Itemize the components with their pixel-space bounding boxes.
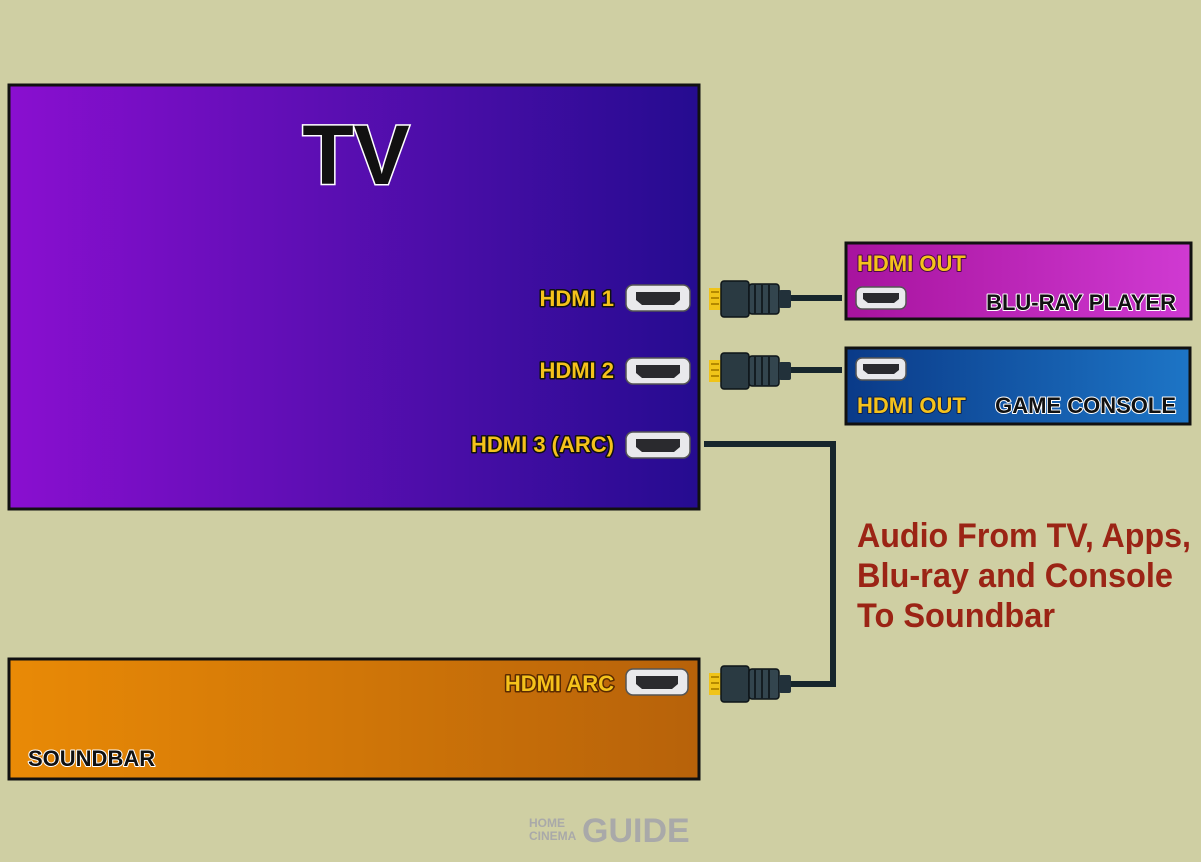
home-cinema-guide-logo: HOME CINEMA GUIDE: [529, 812, 690, 850]
game-console-name: GAME CONSOLE: [995, 393, 1176, 418]
soundbar-port-label: HDMI ARC: [505, 671, 614, 696]
console-port-label: HDMI OUT: [857, 393, 966, 418]
audio-path-note: Audio From TV, Apps, Blu-ray and Console…: [857, 517, 1191, 635]
hdmi-port-icon: [625, 668, 689, 696]
note-line-2: Blu-ray and Console: [857, 557, 1173, 595]
tv-port-label-hdmi-2: HDMI 2: [539, 358, 614, 383]
hdmi-port-icon: [625, 357, 691, 385]
tv-device: TV HDMI 1 HDMI 2 HDMI 3 (ARC): [7, 83, 701, 511]
hdmi-cable-console: [709, 352, 842, 390]
tv-title: TV: [302, 108, 409, 202]
bluray-player-device: HDMI OUT BLU-RAY PLAYER: [844, 241, 1193, 321]
logo-text-guide: GUIDE: [582, 812, 690, 850]
soundbar-name: SOUNDBAR: [28, 746, 155, 771]
logo-text-home: HOME: [529, 816, 565, 830]
note-line-1: Audio From TV, Apps,: [857, 517, 1191, 555]
note-line-3: To Soundbar: [857, 597, 1055, 635]
soundbar-device: HDMI ARC SOUNDBAR: [7, 657, 701, 781]
hdmi-cable-bluray: [709, 280, 842, 318]
hdmi-arc-cable: [704, 441, 836, 703]
logo-text-cinema: CINEMA: [529, 829, 577, 843]
hdmi-port-icon: [625, 284, 691, 312]
hdmi-port-icon: [855, 286, 907, 310]
hdmi-port-icon: [625, 431, 691, 459]
tv-port-label-hdmi-3-arc: HDMI 3 (ARC): [471, 432, 614, 457]
bluray-port-label: HDMI OUT: [857, 251, 966, 276]
bluray-player-name: BLU-RAY PLAYER: [986, 290, 1176, 315]
game-console-device: HDMI OUT GAME CONSOLE: [844, 346, 1192, 426]
hdmi-port-icon: [855, 357, 907, 381]
tv-port-label-hdmi-1: HDMI 1: [539, 286, 614, 311]
